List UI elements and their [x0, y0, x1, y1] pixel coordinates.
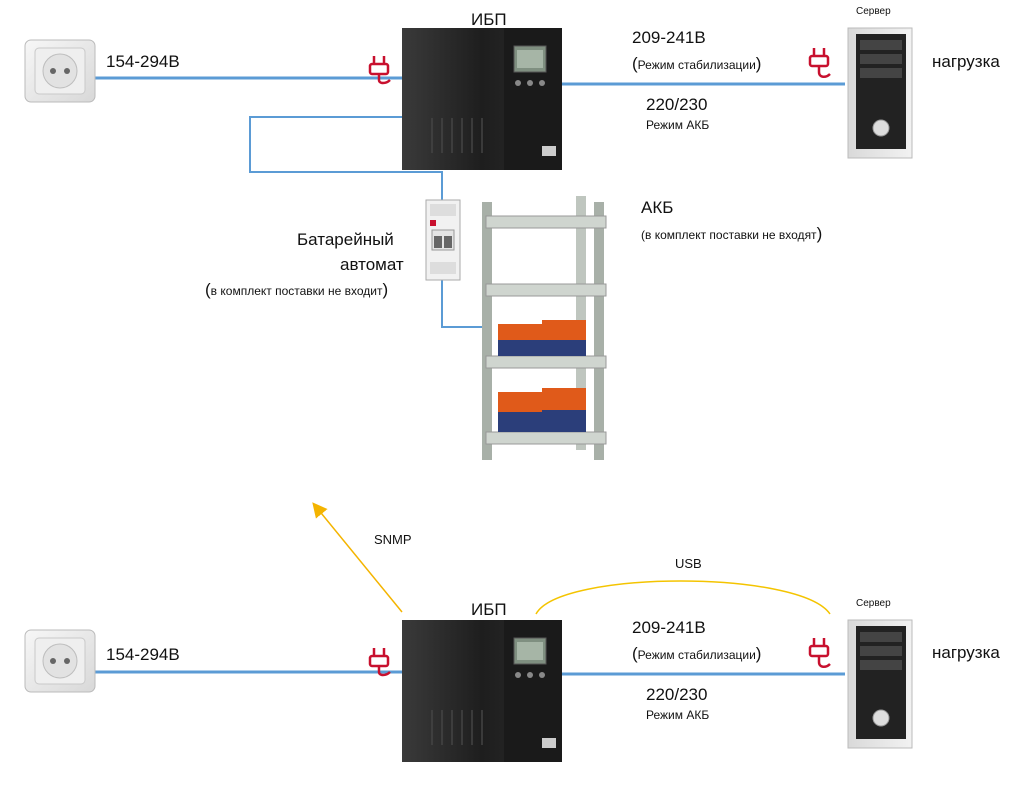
server-tower-icon: [847, 27, 913, 159]
server-label: Сервер: [856, 598, 891, 609]
battery-mode-label: Режим АКБ: [646, 118, 710, 132]
stab-mode-note: (Режим стабилизации): [632, 54, 762, 73]
output-voltage-label: 209-241В: [632, 28, 706, 47]
input-voltage-label: 154-294В: [106, 52, 180, 71]
usb-cable-arc: [535, 580, 831, 615]
wall-socket-icon: [24, 629, 96, 693]
ups-icon: [402, 620, 562, 762]
battery-rack-icon: [482, 196, 607, 460]
battery-wire: [249, 116, 443, 200]
battery-voltage-label: 220/230: [646, 95, 708, 114]
stab-mode-note: (Режим стабилизации): [632, 644, 762, 663]
snmp-label: SNMP: [374, 532, 412, 547]
breaker-label-line2: автомат: [340, 255, 404, 274]
battery-mode-label: Режим АКБ: [646, 708, 710, 722]
server-label: Сервер: [856, 6, 891, 17]
server-tower-icon: [847, 619, 913, 749]
circuit-breaker-icon: [425, 199, 461, 281]
load-label: нагрузка: [932, 643, 1000, 662]
snmp-arrow: [312, 502, 403, 613]
plug-icon: [808, 48, 831, 78]
akb-note: (в комплект поставки не входят): [641, 224, 823, 243]
breaker-label-line1: Батарейный: [297, 230, 394, 249]
usb-label: USB: [675, 556, 702, 571]
akb-label: АКБ: [641, 198, 674, 217]
plug-icon: [808, 638, 831, 668]
plug-icon: [368, 56, 391, 85]
load-label: нагрузка: [932, 52, 1000, 71]
input-voltage-label: 154-294В: [106, 645, 180, 664]
battery-voltage-label: 220/230: [646, 685, 708, 704]
ups-icon: [402, 28, 562, 170]
plug-icon: [368, 648, 391, 677]
battery-wire-lower: [441, 280, 484, 328]
breaker-note: (в комплект поставки не входит): [205, 280, 389, 299]
output-voltage-label: 209-241В: [632, 618, 706, 637]
ups-label: ИБП: [471, 10, 507, 29]
wall-socket-icon: [24, 39, 96, 103]
ups-label: ИБП: [471, 600, 507, 619]
